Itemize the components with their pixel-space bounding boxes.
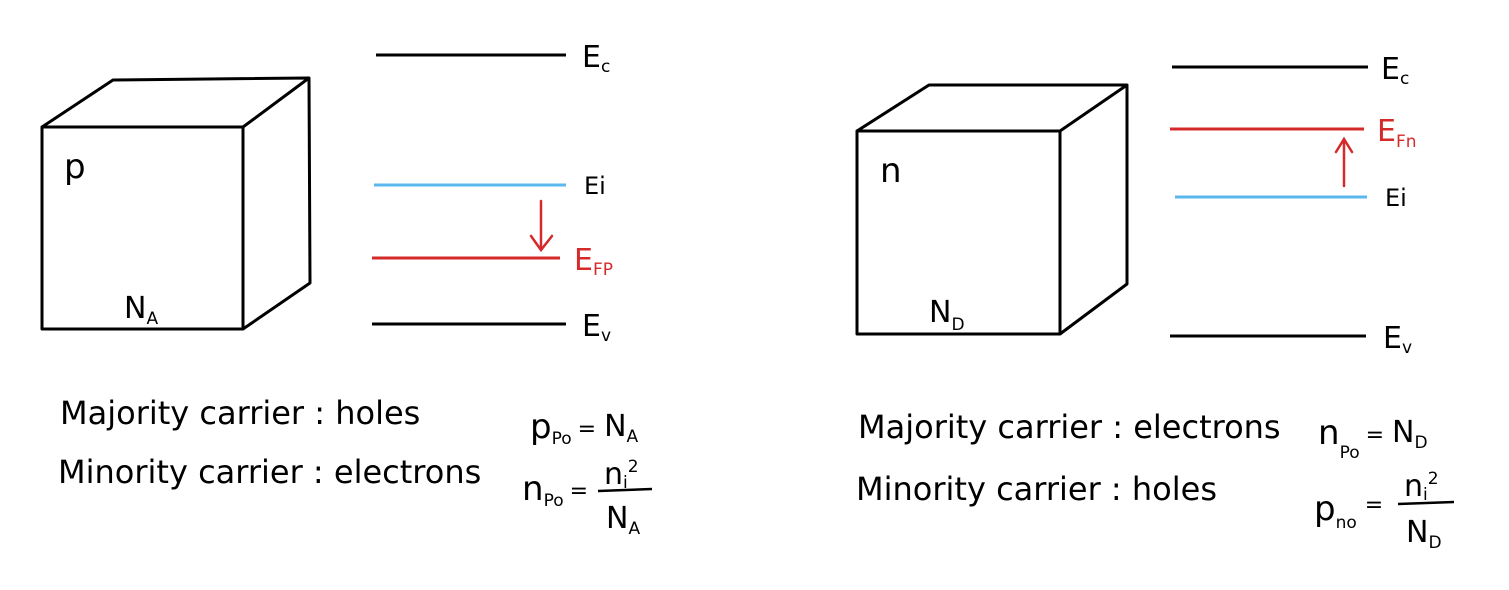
p-fraction-bar [597, 487, 653, 493]
p-down-arrow [529, 199, 554, 253]
p-equation-majority: pPo=NA [530, 407, 639, 449]
n-intrinsic-level-label: Ei [1385, 184, 1407, 212]
cube-top-face [41, 76, 311, 129]
p-conduction-band-label: Ec [582, 40, 610, 77]
cube-front-face [40, 125, 245, 331]
n-type-label: n [880, 151, 902, 191]
p-equation-numerator: ni2 [604, 457, 639, 493]
p-type-cube [40, 76, 312, 331]
n-equation-minority-lhs: pno= [1314, 489, 1383, 533]
p-doping-label: NA [124, 291, 158, 329]
p-equation-minority-lhs: nPo= [522, 469, 588, 511]
cube-side-face [242, 77, 312, 331]
n-equation-numerator: ni2 [1404, 469, 1439, 505]
n-fraction-bar [1397, 500, 1455, 506]
p-equation-denominator: NA [606, 501, 640, 539]
p-type-label: p [64, 147, 86, 187]
p-intrinsic-level-label: Ei [584, 172, 606, 200]
n-majority-carrier-text: Majority carrier : electrons [858, 408, 1281, 446]
n-conduction-band-label: Ec [1381, 52, 1409, 89]
p-minority-carrier-text: Minority carrier : electrons [58, 453, 481, 491]
n-equation-denominator: ND [1406, 515, 1442, 553]
p-type-panel: p NA Ec Ei EFP Ev Majority carrier : hol… [40, 40, 653, 539]
n-type-cube [855, 83, 1129, 336]
p-fermi-level-label: EFP [574, 243, 613, 280]
n-equation-majority: nPo=ND [1318, 413, 1428, 463]
n-doping-label: ND [929, 295, 965, 335]
n-up-arrow [1334, 136, 1354, 188]
n-type-panel: n ND Ec EFn Ei Ev Majority carrier : ele… [855, 52, 1455, 553]
p-majority-carrier-text: Majority carrier : holes [60, 394, 420, 432]
n-valence-band-label: Ev [1383, 321, 1412, 358]
cube-front-face [855, 129, 1062, 336]
p-valence-band-label: Ev [582, 309, 611, 346]
cube-top-face [856, 83, 1129, 133]
n-minority-carrier-text: Minority carrier : holes [856, 470, 1217, 508]
cube-side-face [1059, 85, 1129, 336]
n-fermi-level-label: EFn [1377, 114, 1417, 152]
